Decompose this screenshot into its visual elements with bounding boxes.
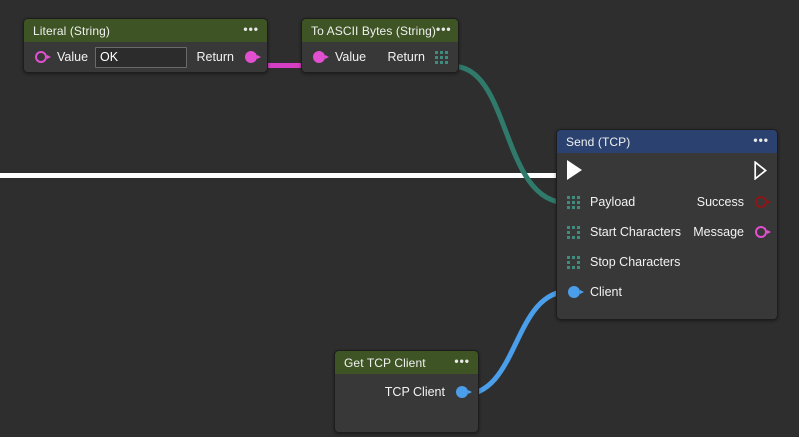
port-value-in-icon[interactable] [311, 50, 326, 65]
node-menu-icon[interactable]: ••• [454, 353, 470, 368]
node-menu-icon[interactable]: ••• [243, 21, 259, 36]
port-return-out-icon[interactable] [434, 50, 449, 65]
node-title-ascii: To ASCII Bytes (String) [311, 23, 437, 38]
node-row-payload: Payload Success [557, 187, 777, 217]
port-tcp-client-out-icon[interactable] [454, 385, 469, 400]
port-return-out-icon[interactable] [243, 50, 258, 65]
node-send-tcp[interactable]: Send (TCP) ••• [556, 129, 778, 320]
node-title-get-tcp-client: Get TCP Client [344, 355, 426, 370]
port-value-in-icon[interactable] [33, 50, 48, 65]
node-header-get-tcp-client[interactable]: Get TCP Client ••• [335, 351, 478, 374]
node-row-start-characters: Start Characters Message [557, 217, 777, 247]
node-body-literal: Value Return [24, 42, 267, 72]
node-header-ascii[interactable]: To ASCII Bytes (String) ••• [302, 19, 458, 42]
node-row-tcp-client-out: TCP Client [335, 374, 478, 410]
port-success-out-icon[interactable] [753, 195, 768, 210]
exec-triangle-filled-icon[interactable] [566, 160, 582, 180]
node-body-ascii: Value Return [302, 42, 458, 72]
port-label-message: Message [693, 225, 744, 239]
node-header-literal[interactable]: Literal (String) ••• [24, 19, 267, 42]
port-label-value: Value [335, 50, 367, 64]
exec-triangle-hollow-icon[interactable] [752, 160, 768, 180]
port-stop-characters-in-icon[interactable] [566, 255, 581, 270]
node-header-send[interactable]: Send (TCP) ••• [557, 130, 777, 153]
node-body-send: Payload Success Start Characters Message [557, 153, 777, 319]
port-label-return: Return [387, 50, 425, 64]
node-title-send: Send (TCP) [566, 134, 631, 149]
port-payload-in-icon[interactable] [566, 195, 581, 210]
port-label-client: Client [590, 285, 622, 299]
node-title-literal: Literal (String) [33, 23, 110, 38]
port-label-stop-characters: Stop Characters [590, 255, 681, 269]
port-client-in-icon[interactable] [566, 285, 581, 300]
node-menu-icon[interactable]: ••• [753, 132, 769, 147]
port-label-tcp-client: TCP Client [384, 385, 445, 399]
node-menu-icon[interactable]: ••• [436, 21, 452, 36]
wire-ascii-to-payload [449, 63, 571, 206]
literal-value-input[interactable] [95, 46, 188, 68]
node-to-ascii-bytes-string[interactable]: To ASCII Bytes (String) ••• Value Return [301, 18, 459, 73]
port-start-characters-in-icon[interactable] [566, 225, 581, 240]
port-label-success: Success [696, 195, 744, 209]
node-row-client: Client [557, 277, 777, 307]
port-label-return: Return [196, 50, 234, 64]
node-get-tcp-client[interactable]: Get TCP Client ••• TCP Client [334, 350, 479, 433]
port-label-value: Value [57, 50, 89, 64]
port-message-out-icon[interactable] [753, 225, 768, 240]
node-row-stop-characters: Stop Characters [557, 247, 777, 277]
node-row-ascii-value: Value Return [302, 42, 458, 72]
port-label-start-characters: Start Characters [590, 225, 682, 239]
port-label-payload: Payload [590, 195, 636, 209]
node-literal-string[interactable]: Literal (String) ••• Value Return [23, 18, 268, 73]
node-row-literal-value: Value Return [24, 42, 267, 72]
node-row-exec [557, 153, 777, 187]
node-body-get-tcp-client: TCP Client [335, 374, 478, 432]
